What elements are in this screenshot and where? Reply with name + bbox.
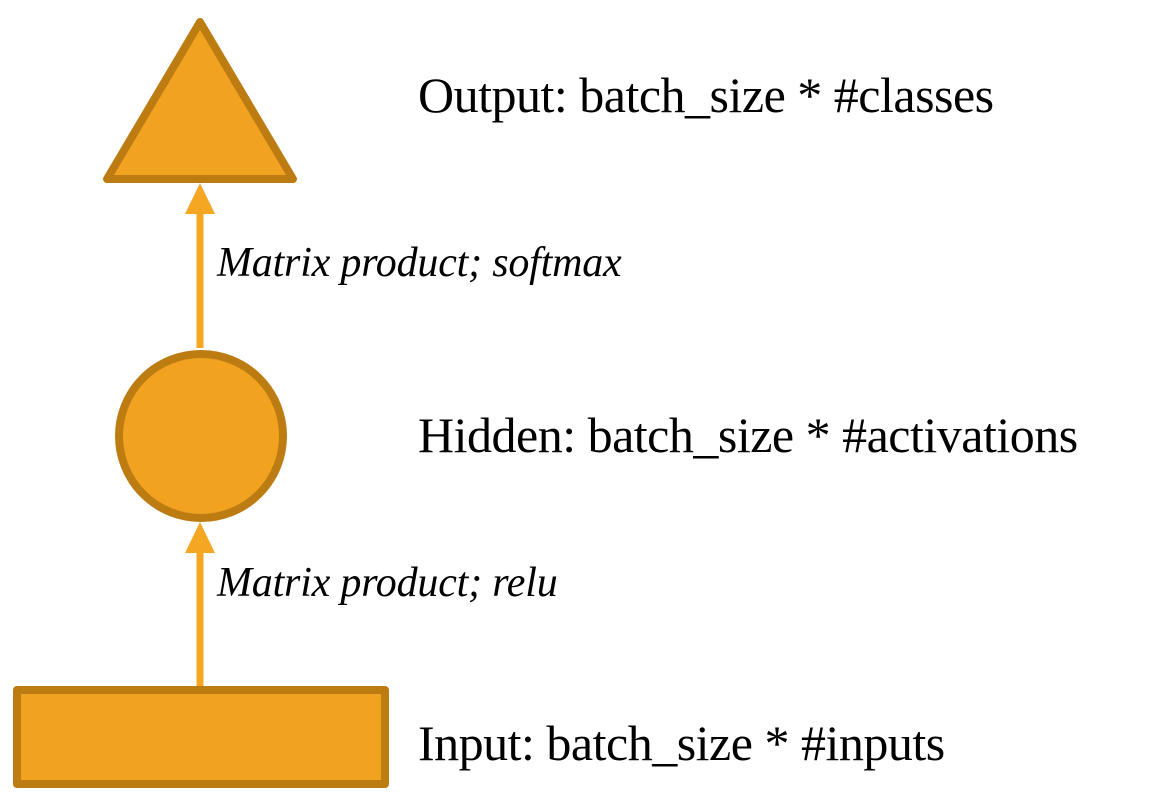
arrow-head-input-to-hidden bbox=[185, 522, 215, 553]
output-layer-label: Output: batch_size * #classes bbox=[418, 67, 994, 123]
arrow-hidden-to-output[interactable] bbox=[185, 183, 215, 348]
edge-label-hidden-to-output: Matrix product; softmax bbox=[217, 240, 622, 286]
input-layer-label: Input: batch_size * #inputs bbox=[418, 715, 945, 771]
input-layer-rectangle[interactable] bbox=[13, 686, 389, 788]
edge-label-input-to-hidden: Matrix product; relu bbox=[217, 560, 558, 606]
hidden-layer-circle[interactable] bbox=[115, 350, 287, 522]
arrow-input-to-hidden[interactable] bbox=[185, 522, 215, 692]
output-layer-triangle[interactable] bbox=[103, 18, 297, 183]
hidden-layer-label: Hidden: batch_size * #activations bbox=[418, 407, 1078, 463]
arrow-head-hidden-to-output bbox=[185, 183, 215, 214]
